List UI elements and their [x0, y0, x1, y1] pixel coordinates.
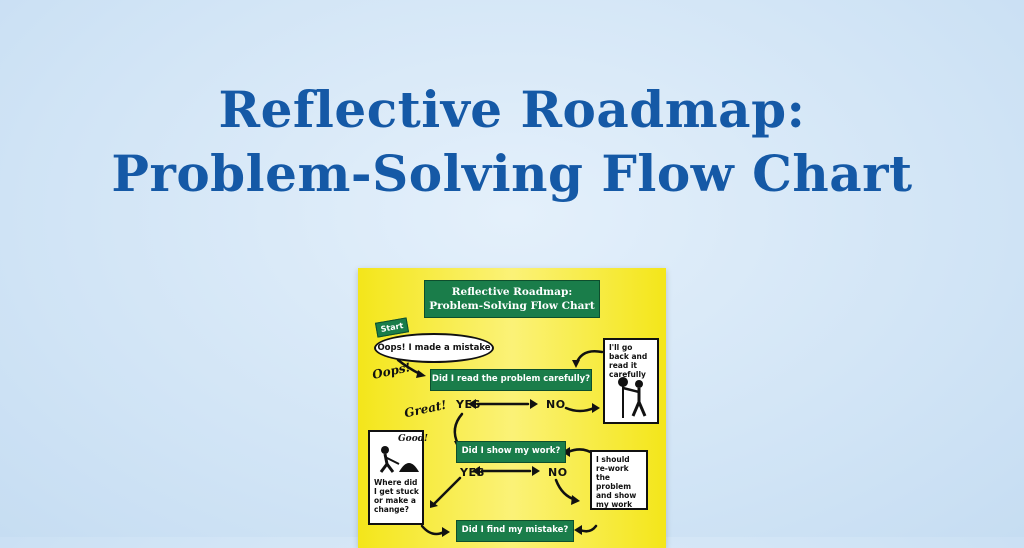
start-oval: Oops! I made a mistake — [374, 333, 494, 363]
question-find-mistake: Did I find my mistake? — [456, 520, 574, 542]
arrow-yes1-to-q2 — [453, 412, 464, 446]
yes-label-1: YES — [456, 398, 481, 411]
card-rework: I should re-work the problem and show my… — [590, 450, 648, 510]
poster-title-line-1: Reflective Roadmap: — [451, 286, 573, 298]
arrow-yes2-to-card-left — [432, 476, 462, 506]
good-badge: Good! — [398, 434, 428, 444]
card-where-stuck-text: Where did I get stuck or make a change? — [374, 478, 419, 514]
card-rework-text: I should re-work the problem and show my… — [596, 455, 637, 509]
no-label-1: NO — [546, 398, 566, 411]
arrow-card-left-to-q3 — [420, 524, 446, 536]
no-label-2: NO — [548, 466, 568, 479]
headline-line-1: Reflective Roadmap: — [218, 80, 806, 139]
arrow-to-q3-right — [578, 524, 598, 533]
poster-title-line-2: Problem-Solving Flow Chart — [429, 300, 595, 312]
headline-line-2: Problem-Solving Flow Chart — [111, 144, 913, 203]
person-with-sign-icon — [618, 377, 647, 418]
question-show-work: Did I show my work? — [456, 441, 566, 463]
arrow-card-to-q1 — [574, 350, 604, 366]
person-digging-icon — [379, 446, 419, 473]
arrow-no1-to-card — [564, 406, 596, 413]
card-read-again: I'll go back and read it carefully — [603, 338, 659, 424]
card-where-stuck: Good! Where did I get stuck or make a ch… — [368, 430, 428, 525]
flow-arrows — [396, 350, 604, 537]
question-read-problem: Did I read the problem carefully? — [430, 369, 592, 391]
page-headline: Reflective Roadmap: Problem-Solving Flow… — [0, 78, 1024, 206]
poster-title: Reflective Roadmap: Problem-Solving Flow… — [424, 280, 600, 318]
flow-chart-poster: Reflective Roadmap: Problem-Solving Flow… — [358, 268, 666, 548]
card-read-again-text: I'll go back and read it carefully — [609, 343, 648, 379]
yes-label-2: YES — [460, 466, 485, 479]
